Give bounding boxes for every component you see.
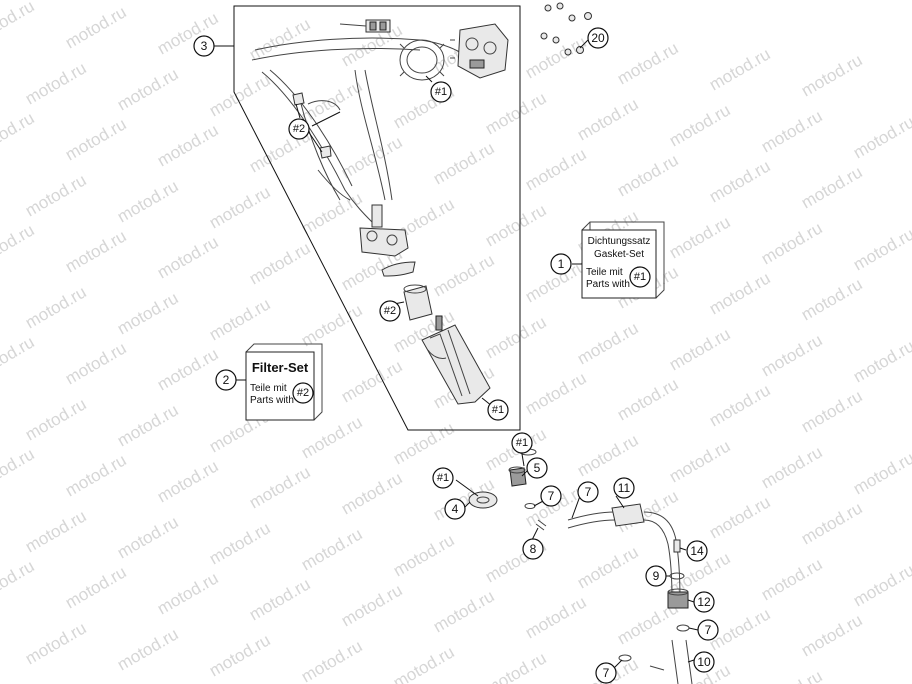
callout-pump-bottom[interactable]: #1 — [487, 399, 509, 421]
gasket-set-parts-de: Teile mit — [586, 267, 623, 278]
callout-12[interactable]: 12 — [693, 591, 715, 613]
gasket-set-title-de: Dichtungssatz — [588, 236, 651, 247]
svg-text:#1: #1 — [435, 86, 447, 98]
callout-7a[interactable]: 7 — [540, 485, 562, 507]
svg-text:#2: #2 — [293, 123, 305, 135]
filter-set-parts-en: Parts with — [250, 395, 294, 406]
callout-7d[interactable]: 7 — [595, 662, 617, 684]
svg-text:9: 9 — [653, 569, 660, 583]
callout-11[interactable]: 11 — [613, 477, 635, 499]
filter-set-title: Filter-Set — [252, 360, 309, 375]
svg-text:11: 11 — [618, 481, 631, 495]
svg-text:3: 3 — [201, 39, 208, 53]
svg-text:7: 7 — [548, 489, 555, 503]
pump-head — [450, 23, 509, 79]
svg-text:8: 8 — [530, 542, 537, 556]
callout-2[interactable]: 2 — [215, 369, 237, 391]
filter-set-marker: #2 — [297, 387, 309, 399]
pressure-regulator — [359, 204, 409, 257]
svg-text:#2: #2 — [384, 305, 396, 317]
pump-bracket — [381, 261, 416, 277]
svg-text:7: 7 — [603, 666, 610, 680]
filter-sleeve — [403, 284, 433, 321]
flange-ring — [399, 39, 445, 81]
fuel-hoses — [251, 37, 481, 223]
callout-20[interactable]: 20 — [587, 27, 609, 49]
callout-oring-left[interactable]: #1 — [432, 467, 454, 489]
callout-oring-upper[interactable]: #1 — [511, 432, 533, 454]
callout-flange-ring[interactable]: #1 — [430, 81, 452, 103]
svg-text:#1: #1 — [516, 437, 528, 449]
svg-text:#1: #1 — [492, 404, 504, 416]
svg-text:14: 14 — [690, 544, 704, 558]
filter-set-parts-de: Teile mit — [250, 383, 287, 394]
svg-text:1: 1 — [558, 257, 565, 271]
svg-text:4: 4 — [452, 502, 459, 516]
fuel-pump-kit-outline — [233, 5, 521, 431]
svg-text:7: 7 — [705, 623, 712, 637]
callout-7b[interactable]: 7 — [577, 481, 599, 503]
callout-7c[interactable]: 7 — [697, 619, 719, 641]
callout-8[interactable]: 8 — [522, 538, 544, 560]
callout-1[interactable]: 1 — [550, 253, 572, 275]
svg-text:20: 20 — [591, 31, 605, 45]
gasket-set-marker: #1 — [634, 271, 646, 283]
svg-text:10: 10 — [697, 655, 711, 669]
hose-clips — [292, 92, 341, 159]
callout-clips[interactable]: #2 — [288, 118, 310, 140]
svg-text:2: 2 — [223, 373, 230, 387]
mounting-hardware — [540, 2, 592, 56]
svg-text:7: 7 — [585, 485, 592, 499]
callout-3[interactable]: 3 — [193, 35, 215, 57]
callout-9[interactable]: 9 — [645, 565, 667, 587]
wire-connector — [339, 19, 391, 33]
callout-5[interactable]: 5 — [526, 457, 548, 479]
svg-text:12: 12 — [697, 595, 711, 609]
gasket-set-title-en: Gasket-Set — [594, 249, 644, 260]
svg-text:#1: #1 — [437, 472, 449, 484]
gasket-set-parts-en: Parts with — [586, 279, 630, 290]
svg-text:5: 5 — [534, 461, 541, 475]
callout-10[interactable]: 10 — [693, 651, 715, 673]
callout-14[interactable]: 14 — [686, 540, 708, 562]
gasket-set-box: Dichtungssatz Gasket-Set Teile mit Parts… — [572, 221, 665, 299]
fuel-pump-body — [421, 315, 491, 405]
filter-set-box: Filter-Set Teile mit Parts with #2 — [236, 343, 323, 421]
callout-4[interactable]: 4 — [444, 498, 466, 520]
callout-filter-sleeve[interactable]: #2 — [379, 300, 401, 322]
